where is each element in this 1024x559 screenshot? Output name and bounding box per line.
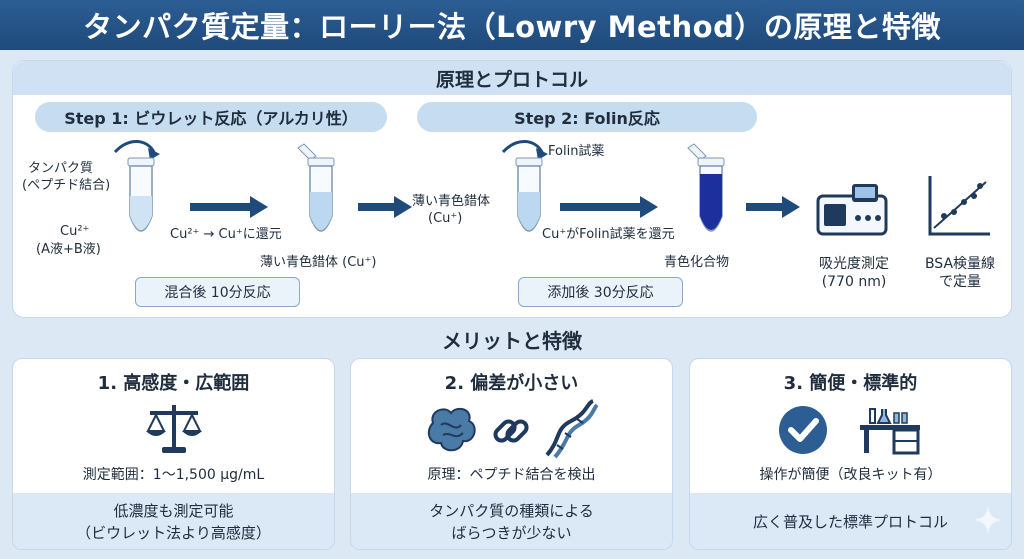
card-foot: タンパク質の種類による ばらつきが少ない xyxy=(351,493,672,549)
test-tube-icon xyxy=(113,140,160,232)
arrow-right-icon xyxy=(358,196,412,218)
card-foot-line: ばらつきが少ない xyxy=(451,524,572,542)
input-label-1: 薄い青色錯体 xyxy=(412,194,491,209)
sparkle-icon xyxy=(974,505,1002,535)
arrow-right-icon xyxy=(560,196,658,218)
card-title: 1. 高感度・広範囲 xyxy=(97,373,250,394)
time-box-step1: 混合後 10分反応 xyxy=(135,277,300,307)
chain-link-icon xyxy=(493,419,529,443)
test-tube-icon xyxy=(687,143,725,232)
spectrophotometer-icon xyxy=(816,184,888,236)
card-foot-line: 低濃度も測定可能 xyxy=(113,502,234,520)
card-desc: 操作が簡便（改良キット有） xyxy=(759,467,942,483)
reduction-label: Cu²⁺ → Cu⁺に還元 xyxy=(170,227,282,242)
card-foot: 広く普及した標準プロトコル xyxy=(690,493,1011,549)
folin-label: Folin試薬 xyxy=(548,144,605,159)
card-title: 3. 簡便・標準的 xyxy=(783,373,918,394)
card-foot-line: （ビウレット法より高感度） xyxy=(76,524,271,542)
protocol-heading: 原理とプロトコル xyxy=(13,61,1011,95)
merit-card: 1. 高感度・広範囲 測定範囲：1〜1,500 μg/mL 低濃度も測定可能 （… xyxy=(12,358,335,550)
test-tube-icon xyxy=(297,143,335,232)
measure-label-1: 吸光度測定 xyxy=(819,256,889,272)
merit-card: 2. 偏差が小さい 原理：ペプチド結合を検出 タンパク質の種類による ばらつきが… xyxy=(350,358,673,550)
check-circle-icon xyxy=(779,406,827,454)
card-title: 2. 偏差が小さい xyxy=(444,373,579,394)
test-tube-icon xyxy=(501,140,548,232)
card-foot-line: タンパク質の種類による xyxy=(429,502,594,520)
time-box-step2: 添加後 30分反応 xyxy=(518,277,683,307)
dna-icon xyxy=(545,399,599,459)
arrow-right-icon xyxy=(190,196,268,218)
protein-label: タンパク質 xyxy=(28,161,94,176)
page-title: タンパク質定量：ローリー法（Lowry Method）の原理と特徴 xyxy=(0,0,1024,50)
merits-heading: メリットと特徴 xyxy=(442,328,582,353)
reagent-label: (A液+B液) xyxy=(36,242,101,257)
measure-label-2: (770 nm) xyxy=(821,274,887,290)
step1-label: Step 1: ビウレット反応（アルカリ性） xyxy=(35,102,387,132)
product-label: 薄い青色錯体 (Cu⁺) xyxy=(260,255,377,270)
card-foot: 低濃度も測定可能 （ビウレット法より高感度） xyxy=(13,493,334,549)
protocol-panel: 原理とプロトコル Step 1: ビウレット反応（アルカリ性） Step 2: … xyxy=(12,60,1012,318)
card-desc: 測定範囲：1〜1,500 μg/mL xyxy=(82,467,265,483)
input-label-2: (Cu⁺) xyxy=(428,211,463,226)
card-foot-line: 広く普及した標準プロトコル xyxy=(752,513,948,531)
merit-card: 3. 簡便・標準的 操作が簡便（改良キット有） 広く普及した標準プロトコル xyxy=(689,358,1012,550)
peptide-label: (ペプチド結合) xyxy=(22,178,111,193)
reduction-label: Cu⁺がFolin試薬を還元 xyxy=(542,227,675,242)
arrow-right-icon xyxy=(746,196,800,218)
cu-ion-label: Cu²⁺ xyxy=(60,224,90,239)
scale-icon xyxy=(146,405,202,453)
calibration-curve-icon xyxy=(928,176,990,236)
card-desc: 原理：ペプチド結合を検出 xyxy=(427,467,596,483)
lab-bench-icon xyxy=(860,408,920,455)
standard-label-1: BSA検量線 xyxy=(924,256,996,272)
step2-label: Step 2: Folin反応 xyxy=(417,102,757,132)
protein-icon xyxy=(427,407,476,452)
standard-label-2: で定量 xyxy=(939,274,981,290)
product-label: 青色化合物 xyxy=(664,255,730,270)
